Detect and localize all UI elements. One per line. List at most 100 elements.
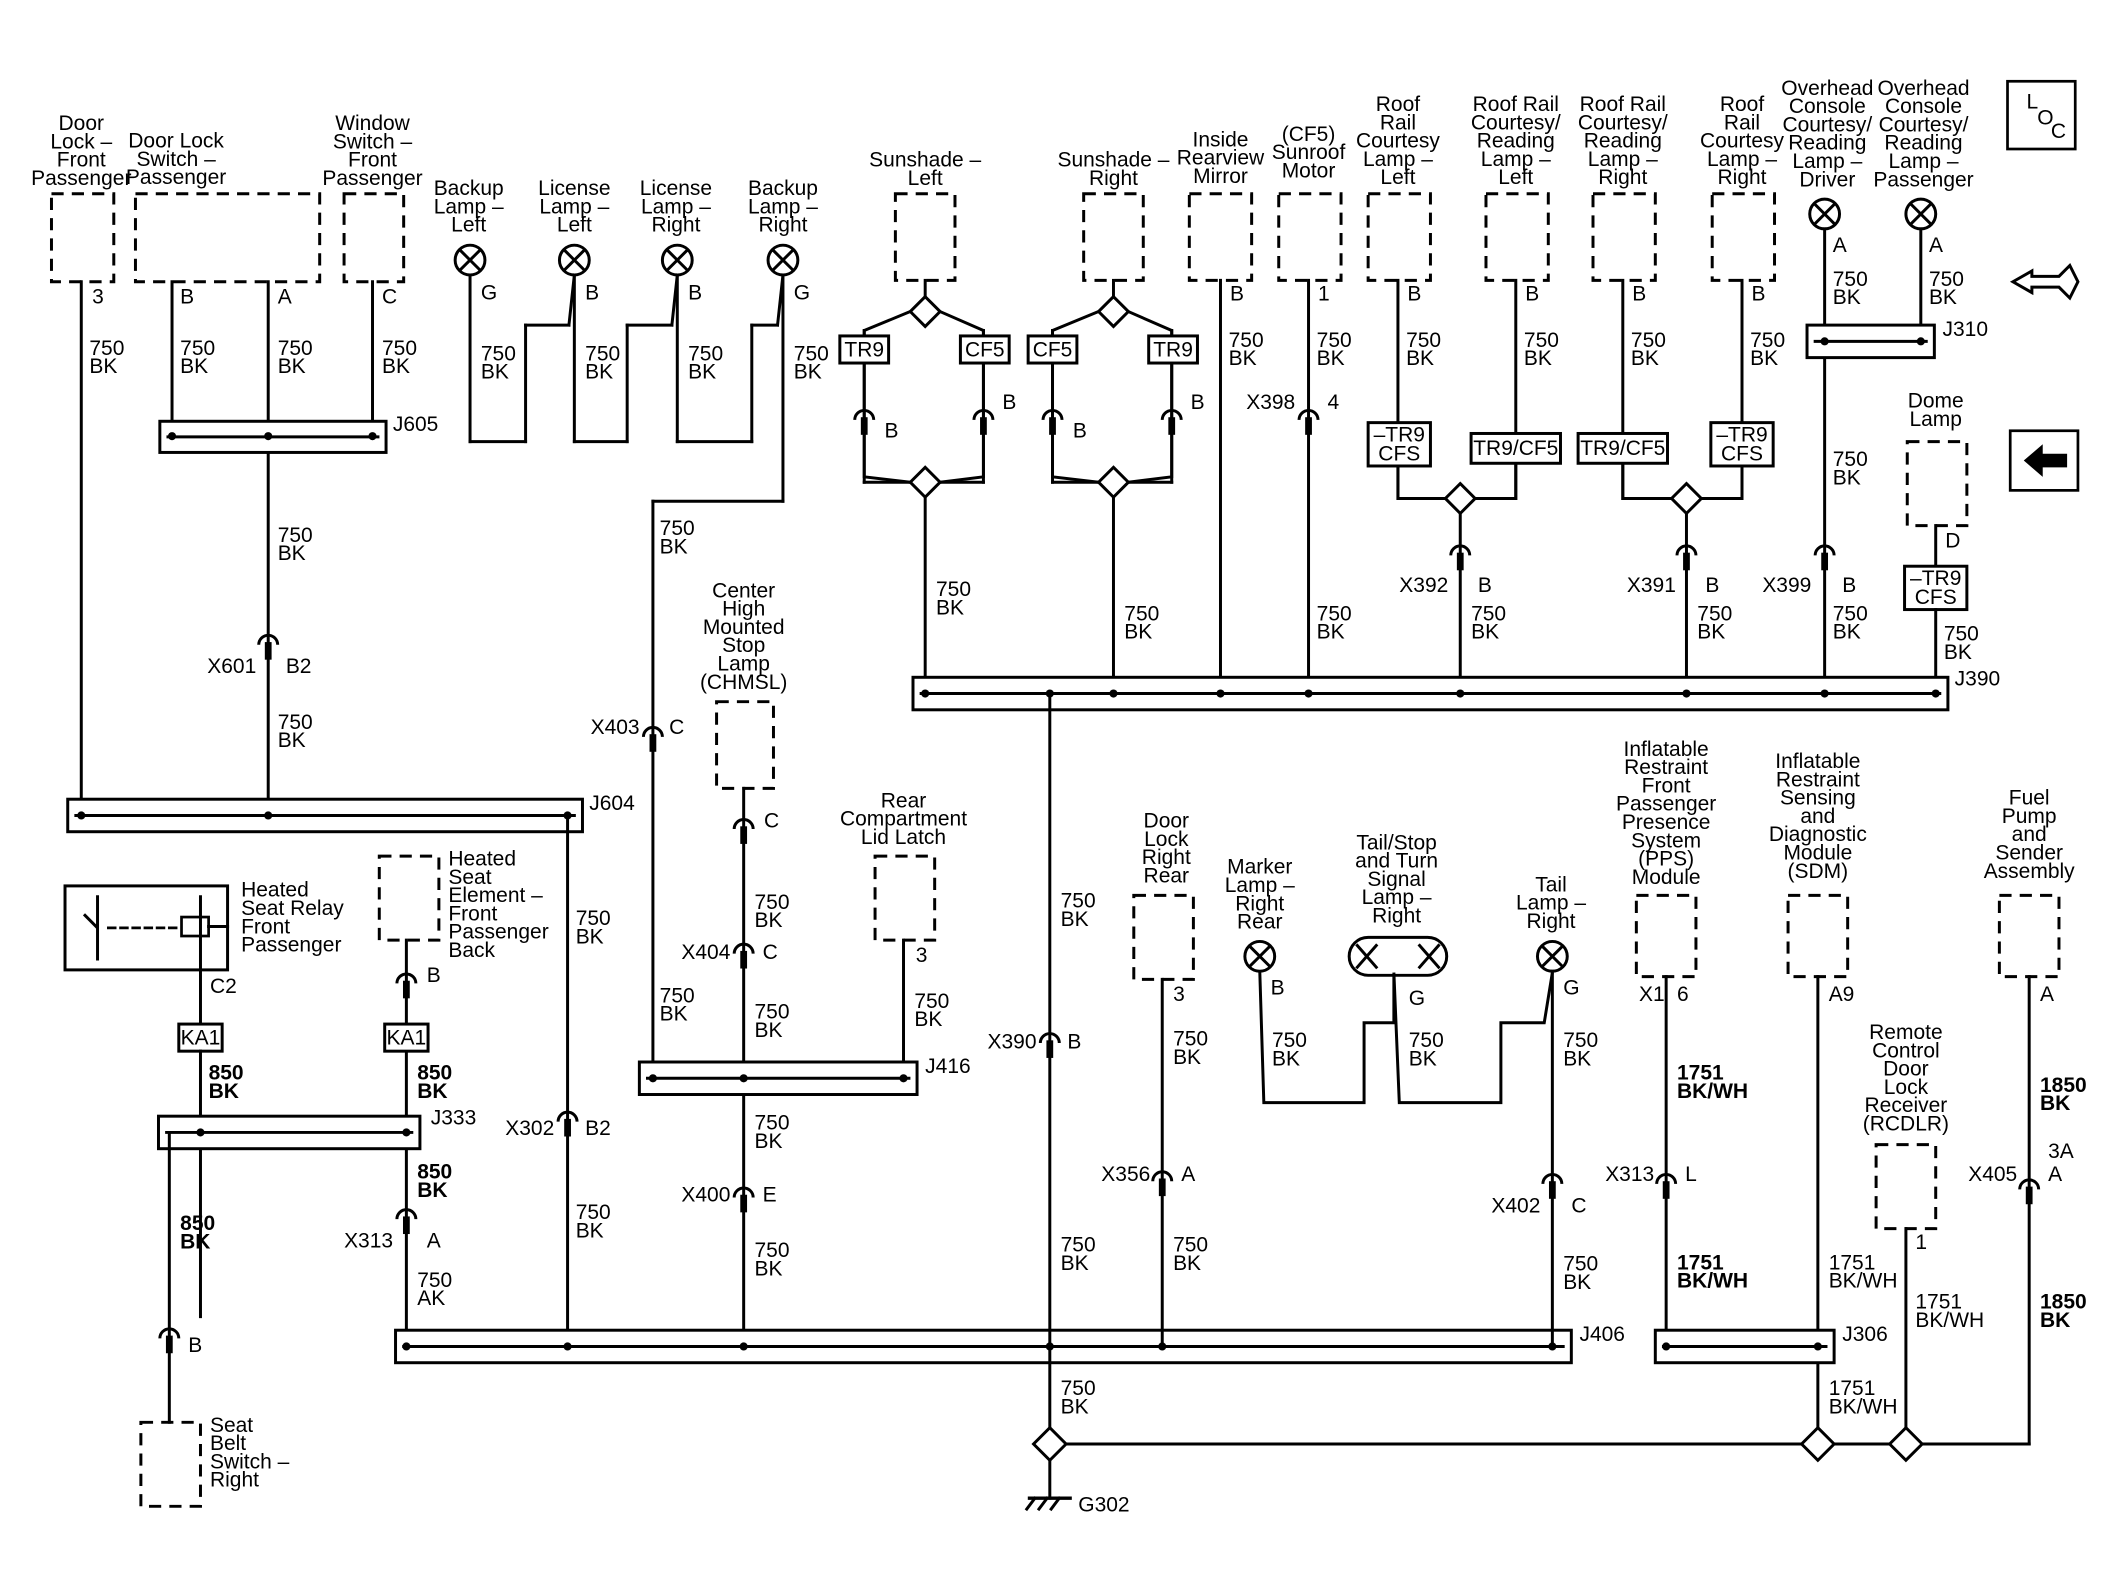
connector-label: X302 [505, 1117, 554, 1140]
component-label: Courtesy [1700, 130, 1784, 153]
relay-switch [82, 913, 99, 929]
pin-label: B [1705, 574, 1719, 597]
wire-label: 750 [1409, 1029, 1444, 1052]
wire-junction [1304, 689, 1313, 698]
component-label: (RCDLR) [1863, 1112, 1949, 1135]
component-label: Reading [1788, 132, 1866, 155]
connector-X402 [1541, 1172, 1564, 1185]
pin-label: A [1181, 1163, 1195, 1186]
wire-label: 750 [1229, 329, 1264, 352]
hand-pointer-icon[interactable] [2009, 262, 2080, 301]
connector-X601 [257, 633, 280, 645]
option-label: CFS [1378, 443, 1420, 466]
wire-label: BK [278, 729, 306, 752]
component-label: Lock – [50, 130, 112, 153]
component-label: Courtesy/ [1879, 113, 1969, 136]
wire-junction [1682, 689, 1691, 698]
wire-label: 750 [1317, 329, 1352, 352]
pin-label: C [1571, 1194, 1586, 1217]
component-label: (CHMSL) [700, 671, 787, 694]
component-label: Right [1372, 904, 1421, 927]
pin-label: B [688, 281, 702, 304]
pin-label: G [1409, 987, 1425, 1010]
option-label: CFS [1721, 443, 1763, 466]
pin-label: 1 [1915, 1231, 1927, 1254]
component-label: Pump [2002, 805, 2057, 828]
component-label: System [1631, 829, 1701, 852]
pin-label: B [1632, 283, 1646, 306]
component-label: Roof Rail [1580, 93, 1666, 116]
pin-label: A [1833, 234, 1847, 257]
component-label: Roof Rail [1473, 93, 1559, 116]
option-box [1026, 334, 1079, 365]
pin-label: 3A [2048, 1140, 2074, 1163]
connector-X398 [1297, 408, 1320, 421]
splice-label: J416 [925, 1055, 971, 1078]
option-label: KA1 [181, 1026, 221, 1049]
component-label: Assembly [1984, 860, 2075, 883]
option-label: –TR9 [1910, 567, 1961, 590]
connector-X399 [1821, 552, 1829, 571]
component-label: Switch – [210, 1450, 290, 1473]
wire-label: BK [755, 1257, 783, 1280]
option-box [958, 334, 1011, 365]
component-label: Remote [1869, 1021, 1942, 1044]
pin-label: B [1842, 574, 1856, 597]
splice-label: J333 [431, 1106, 477, 1129]
wire-label: BK [278, 355, 306, 378]
component-label: Mirror [1193, 165, 1248, 188]
pin-label: B2 [286, 655, 312, 678]
lamp-icon-license_lamp_left [562, 248, 586, 272]
component-label: Right [1718, 166, 1767, 189]
component-label: Restraint [1776, 768, 1860, 791]
wire [1417, 943, 1441, 970]
wire-label: BK [180, 1230, 210, 1253]
component-label: Rearview [1177, 147, 1265, 170]
component-label: Heated [448, 848, 516, 871]
wire-junction [739, 1074, 748, 1083]
component-label: Seat Relay [241, 897, 344, 920]
component-label: Driver [1799, 168, 1855, 191]
wire-label: 750 [1697, 602, 1732, 625]
wire-label: BK [278, 542, 306, 565]
pin-label: B [885, 420, 899, 443]
wire-label: 750 [278, 337, 313, 360]
component-outline [893, 192, 957, 282]
connector-label: X601 [207, 655, 256, 678]
wire-junction [402, 1342, 411, 1351]
pin-label: B [188, 1334, 202, 1357]
lamp-icon-backup_lamp_left [458, 248, 482, 272]
wire-label: 750 [278, 711, 313, 734]
component-label: Lamp – [641, 195, 711, 218]
hand-pointer-icon[interactable] [2009, 262, 2080, 301]
pin-label: B [1271, 976, 1285, 999]
component-outline [1997, 893, 2061, 979]
connector-label: X398 [1246, 391, 1295, 414]
pin-label: B [1407, 283, 1421, 306]
lamp-icon-backup_lamp_right [771, 248, 795, 272]
option-box [1709, 421, 1775, 468]
component-label: Lamp – [1588, 148, 1658, 171]
wire-label: BK/WH [1915, 1309, 1984, 1332]
splice-label: J306 [1842, 1323, 1888, 1346]
wire-label: BK [1173, 1046, 1201, 1069]
connector-X392 [1449, 544, 1472, 556]
wire-junction [167, 432, 177, 441]
wire-junction [77, 811, 86, 820]
component-label: Sensing [1780, 787, 1856, 810]
wire-label: 1751 [1915, 1291, 1962, 1314]
pin-label: 1 [1318, 283, 1330, 306]
pin-label: B [1478, 574, 1492, 597]
component-outline [873, 854, 937, 942]
connector-X313 [402, 1216, 410, 1235]
back-arrow-icon[interactable] [2023, 444, 2068, 477]
component-outline [715, 700, 775, 790]
connector-icon [972, 408, 995, 421]
component-label: (PPS) [1638, 848, 1694, 871]
component-label: Roof [1720, 93, 1764, 116]
component-label: Right [210, 1469, 259, 1492]
connector-X390 [1046, 1040, 1054, 1058]
component-label: License [538, 177, 610, 200]
wire-label: 850 [209, 1062, 244, 1085]
